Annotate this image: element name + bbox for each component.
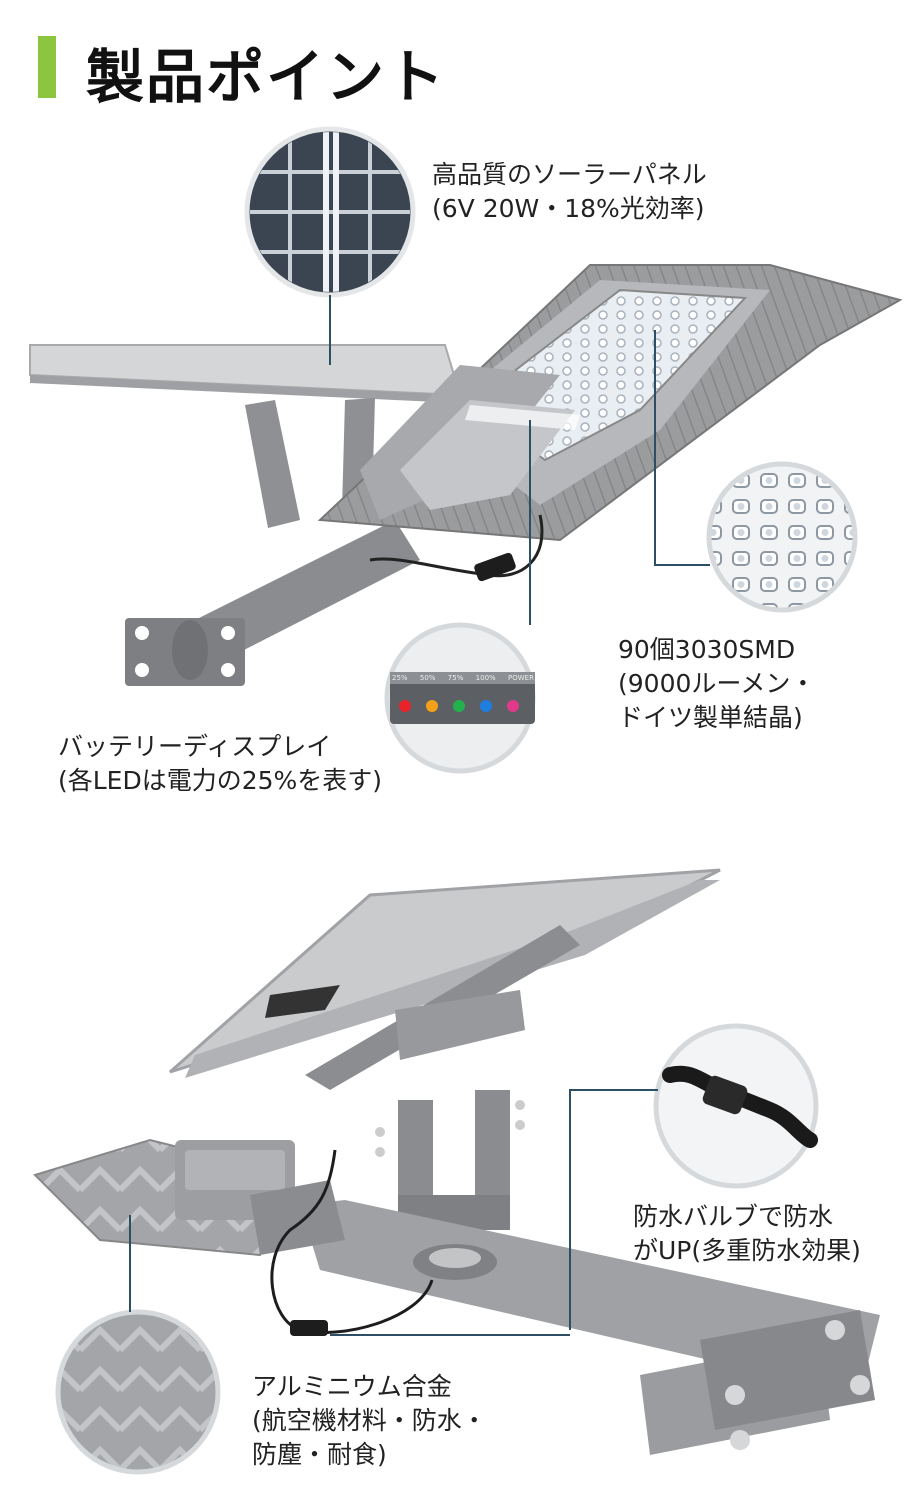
lamp-head-graphic bbox=[317, 264, 903, 542]
u-bracket-graphic bbox=[375, 1090, 525, 1230]
solar-panel-title: 高品質のソーラーパネル bbox=[432, 160, 707, 189]
led-title: 90個3030SMD bbox=[618, 635, 796, 664]
led-label: 90個3030SMD (9000ルーメン・ ドイツ製単結晶) bbox=[618, 633, 815, 735]
solar-panel-graphic bbox=[29, 344, 462, 403]
waterproof-connector-closeup bbox=[653, 1023, 819, 1189]
battery-indicator-label: POWER bbox=[508, 674, 534, 682]
solar-panel-spec: (6V 20W・18%光効率) bbox=[432, 194, 705, 223]
led-closeup bbox=[706, 461, 858, 613]
pole-clamp-graphic bbox=[640, 1310, 875, 1455]
solar-panel-back-graphic bbox=[169, 868, 721, 1090]
page-title: 製品ポイント bbox=[86, 43, 447, 111]
waterproof-label: 防水バルブで防水 がUP(多重防水効果) bbox=[633, 1200, 861, 1268]
aluminum-label: アルミニウム合金 (航空機材料・防水・ 防塵・耐食) bbox=[252, 1370, 487, 1472]
battery-indicator-label: 75% bbox=[447, 674, 464, 682]
battery-label: バッテリーディスプレイ (各LEDは電力の25%を表す) bbox=[58, 730, 382, 798]
battery-indicator-labels: 25% 50% 75% 100% POWER bbox=[392, 673, 534, 683]
aluminum-heatsink-closeup bbox=[55, 1309, 221, 1475]
battery-spec: (各LEDは電力の25%を表す) bbox=[58, 766, 383, 795]
battery-indicator-label: 50% bbox=[419, 674, 436, 682]
led-spec-1: (9000ルーメン・ bbox=[618, 669, 816, 698]
waterproof-spec: がUP(多重防水効果) bbox=[633, 1236, 861, 1265]
title-accent-bar bbox=[38, 36, 56, 98]
battery-display-closeup bbox=[384, 622, 536, 774]
aluminum-title: アルミニウム合金 bbox=[252, 1372, 452, 1401]
aluminum-spec-1: (航空機材料・防水・ bbox=[252, 1406, 487, 1435]
solar-panel-label: 高品質のソーラーパネル (6V 20W・18%光効率) bbox=[432, 158, 707, 226]
battery-indicator-label: 100% bbox=[475, 674, 496, 682]
solar-panel-closeup bbox=[244, 126, 416, 298]
aluminum-spec-2: 防塵・耐食) bbox=[252, 1440, 387, 1469]
battery-title: バッテリーディスプレイ bbox=[58, 732, 332, 761]
lamp-back-graphic bbox=[33, 1138, 345, 1257]
led-spec-2: ドイツ製単結晶) bbox=[618, 703, 803, 732]
waterproof-title: 防水バルブで防水 bbox=[633, 1202, 834, 1231]
battery-indicator-label: 25% bbox=[392, 674, 408, 682]
